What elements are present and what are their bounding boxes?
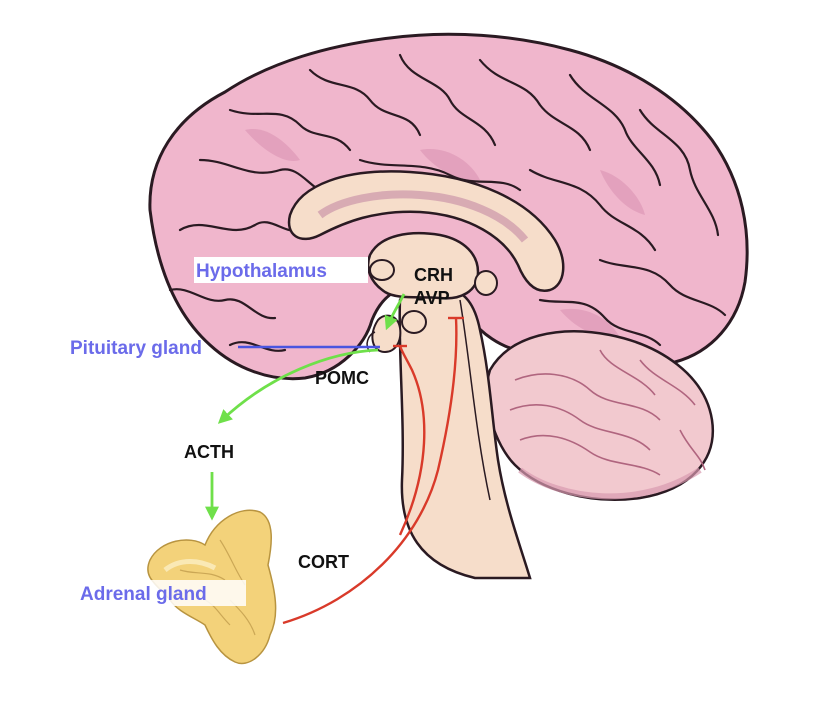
cort-to-hypothalamus-line [282,317,458,625]
mammillary-body [401,310,427,334]
acth-label: ACTH [184,442,234,462]
cort-label: CORT [298,552,349,572]
fornix-knob-left [369,259,395,281]
pituitary-label: Pituitary gland [70,338,202,359]
pomc-label: POMC [315,368,369,388]
avp-label: AVP [414,288,450,308]
adrenal-label: Adrenal gland [80,584,207,605]
diencephalon [366,231,498,334]
hypothalamus-label-bg [194,257,368,283]
cort-to-pituitary-line [398,345,426,536]
inhibitory-feedback [282,316,464,625]
adrenal-label-bg [78,580,246,606]
corpus-callosum [287,170,565,293]
stimulatory-arrows [205,293,406,521]
crh-to-pituitary-arrow [384,293,406,331]
hypothalamus-label: Hypothalamus [196,261,327,282]
cerebellum [485,330,715,501]
sulcus-shading [245,129,645,339]
fornix-knob-right [474,270,498,296]
crh-label: CRH [414,265,453,285]
sulci [168,53,727,352]
pomc-to-acth-arrow [217,348,379,424]
